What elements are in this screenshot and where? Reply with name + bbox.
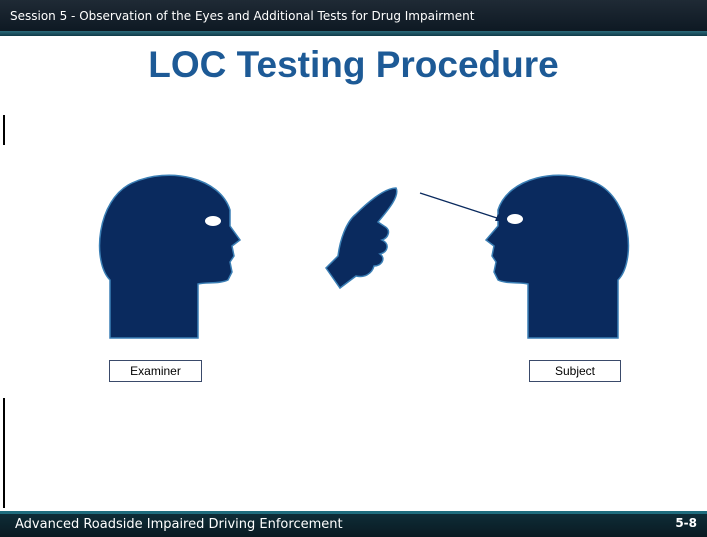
subject-label: Subject xyxy=(529,360,621,382)
left-rule-bottom xyxy=(3,398,5,508)
page-number: 5-8 xyxy=(675,516,697,530)
gaze-arrow-icon xyxy=(419,192,505,221)
examiner-head-icon xyxy=(98,174,242,339)
footer-bar: Advanced Roadside Impaired Driving Enfor… xyxy=(0,511,707,537)
subject-head-icon xyxy=(484,174,630,339)
examiner-label: Examiner xyxy=(109,360,202,382)
footer-accent xyxy=(0,511,707,514)
footer-program: Advanced Roadside Impaired Driving Enfor… xyxy=(15,517,343,532)
pointing-finger-icon xyxy=(325,187,398,290)
left-rule-top xyxy=(3,115,5,145)
header-accent xyxy=(0,31,707,36)
slide-title: LOC Testing Procedure xyxy=(148,44,559,85)
header-bar: Session 5 - Observation of the Eyes and … xyxy=(0,0,707,36)
session-title: Session 5 - Observation of the Eyes and … xyxy=(10,9,475,23)
